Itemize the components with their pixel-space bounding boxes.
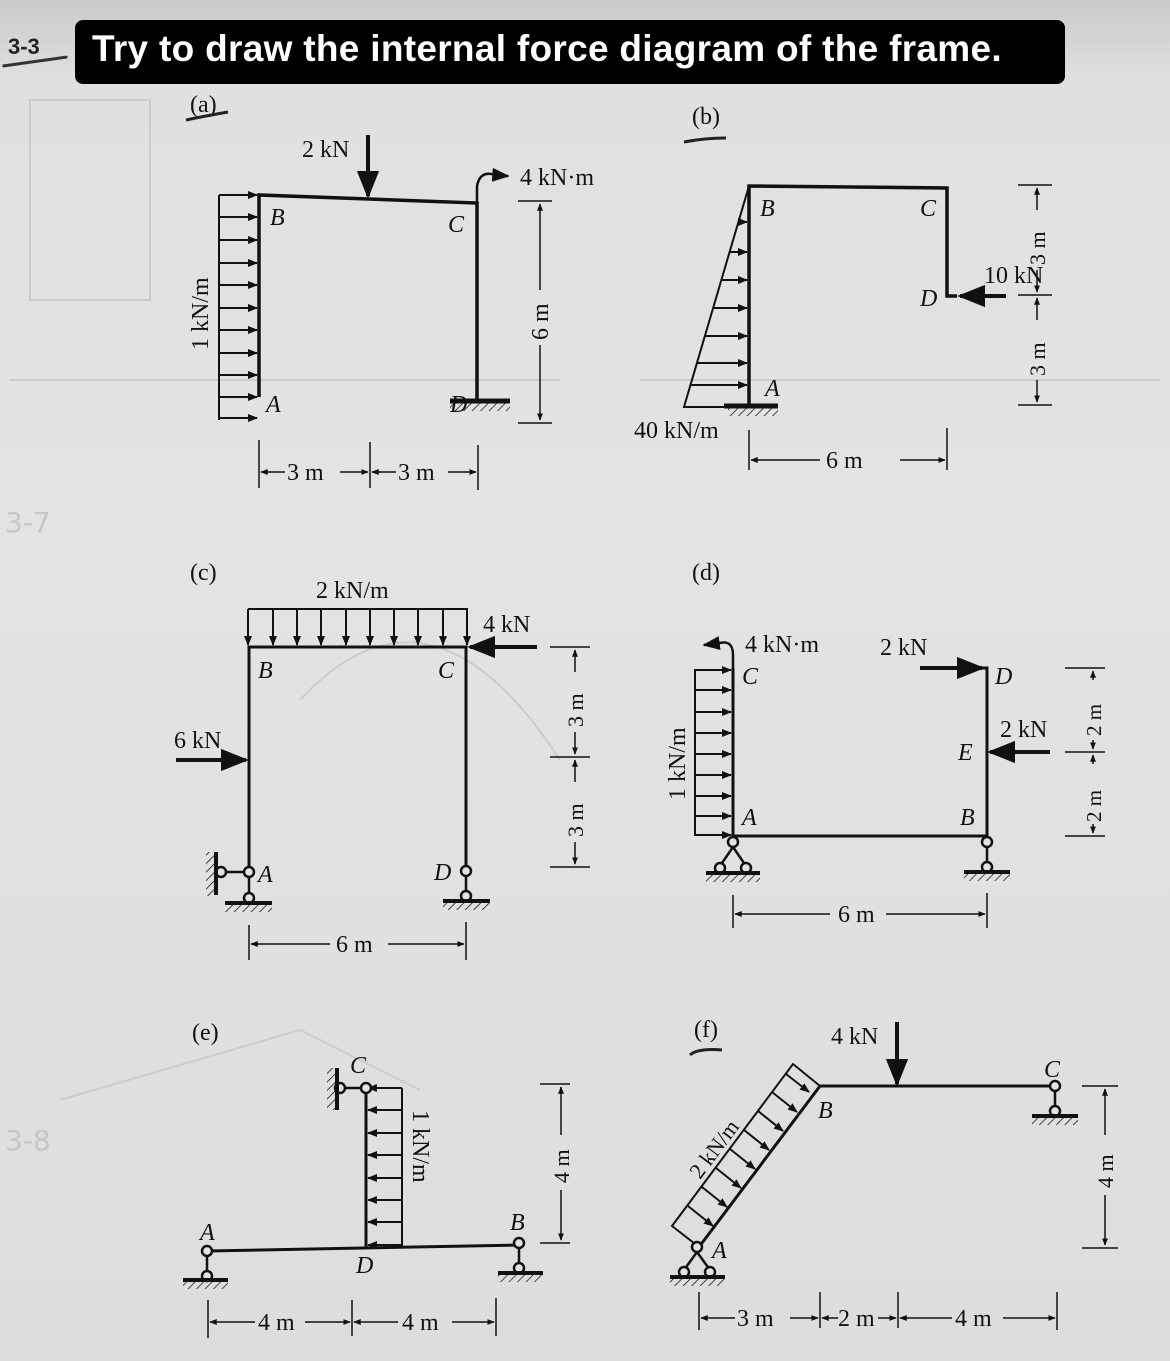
figure-e-distributed-load-label: 1 kN/m [407,1110,433,1183]
figure-f-dim-span-3: 4 m [955,1306,992,1332]
figure-b-node-b: B [760,196,775,222]
figure-a-node-c: C [448,212,465,238]
figure-c-dim-height-bottom: 3 m [563,803,588,837]
figure-a-dim-span-right: 3 m [398,460,435,486]
figure-a-moment-arrow [475,167,510,203]
figure-d-distributed-load-label: 1 kN/m [665,727,691,800]
figure-b-dim-height-top: 3 m [1025,231,1050,265]
figure-f-point-load-label: 4 kN [831,1024,878,1050]
figure-f: (f) 2 kN/m 4 kN [670,1017,1118,1332]
figure-a-node-a: A [264,392,281,418]
figure-d-dim-height-bottom: 2 m [1082,790,1106,822]
figure-a-node-b: B [270,205,285,231]
figure-d-node-d: D [994,664,1012,690]
figure-f-distributed-load-label: 2 kN/m [684,1115,744,1183]
figure-d: (d) 1 kN/m 4 kN·m 2 kN 2 kN [665,560,1106,928]
figure-b-node-c: C [920,196,937,222]
figure-a-dim-span-left: 3 m [287,460,324,486]
figure-d-point-load-top-label: 2 kN [880,635,927,661]
figure-a: (a) 1 kN/m 2 kN 4 kN·m B C [185,92,594,490]
figure-c-dim-span: 6 m [336,932,373,958]
figure-b-node-d: D [919,286,937,312]
figure-f-node-a: A [710,1238,727,1264]
figure-d-dim-span: 6 m [838,902,875,928]
figure-a-dim-height: 6 m [528,303,554,340]
figure-c-node-d: D [433,860,451,886]
figure-e-node-c: C [350,1053,367,1079]
title-banner [75,20,1065,84]
figure-e-node-b: B [510,1210,525,1236]
figure-e: (e) 1 kN/m [183,1020,574,1338]
figure-a-point-load-label: 2 kN [302,137,349,163]
figure-f-node-b: B [818,1098,833,1124]
frame-d-members [731,666,989,838]
figure-d-node-c: C [742,664,759,690]
ghost-problem-3-8: 3-8 [5,1124,51,1157]
figure-d-node-b: B [960,805,975,831]
figure-d-node-a: A [740,805,757,831]
figure-d-dim-height-top: 2 m [1082,704,1106,736]
frame-a-members [257,193,479,400]
figure-d-label: (d) [692,560,720,586]
figure-b-dim-height-bottom: 3 m [1025,342,1050,376]
figure-f-label: (f) [694,1017,718,1043]
frame-c-members [247,645,468,867]
figure-c-point-load-side-label: 6 kN [174,728,221,754]
figure-d-node-e: E [957,740,973,766]
figure-c-node-b: B [258,658,273,684]
figure-a-node-d: D [449,392,467,418]
figure-e-dim-span-right: 4 m [402,1310,439,1336]
figure-b: (b) 40 kN/m 10 kN B C A D 6 m [634,104,1052,474]
problem-number: 3-3 [8,34,40,59]
figure-a-moment-label: 4 kN·m [520,165,594,191]
figure-b-triangular-load-label: 40 kN/m [634,418,719,444]
figure-d-point-load-side-label: 2 kN [1000,717,1047,743]
figure-e-node-d: D [355,1253,373,1279]
figure-c-node-c: C [438,658,455,684]
figure-a-distributed-load-label: 1 kN/m [188,277,214,350]
frame-b-members [747,184,957,405]
figure-e-dim-height: 4 m [549,1149,574,1183]
figure-b-dim-span: 6 m [826,448,863,474]
figure-f-node-c: C [1044,1057,1061,1083]
problem-title: Try to draw the internal force diagram o… [92,28,1002,69]
figure-c: (c) 2 kN/m 4 kN 6 kN [174,560,590,960]
figure-c-distributed-load-label: 2 kN/m [316,578,389,604]
figure-b-point-load-label: 10 kN [984,263,1043,289]
figure-b-node-a: A [763,376,780,402]
figure-f-dim-height: 4 m [1093,1154,1118,1188]
figure-c-dim-height-top: 3 m [563,693,588,727]
figure-c-node-a: A [256,862,273,888]
figure-e-label: (e) [192,1020,219,1046]
figure-f-dim-span-2: 2 m [838,1306,875,1332]
figure-f-dim-span-1: 3 m [737,1306,774,1332]
figure-e-dim-span-left: 4 m [258,1310,295,1336]
figure-d-moment-label: 4 kN·m [745,632,819,658]
figure-c-point-load-top-label: 4 kN [483,612,530,638]
figure-e-node-a: A [198,1220,215,1246]
figure-b-label: (b) [692,104,720,130]
figure-c-label: (c) [190,560,217,586]
ghost-problem-3-7: 3-7 [5,506,51,539]
frame-e-beam [206,1243,521,1253]
